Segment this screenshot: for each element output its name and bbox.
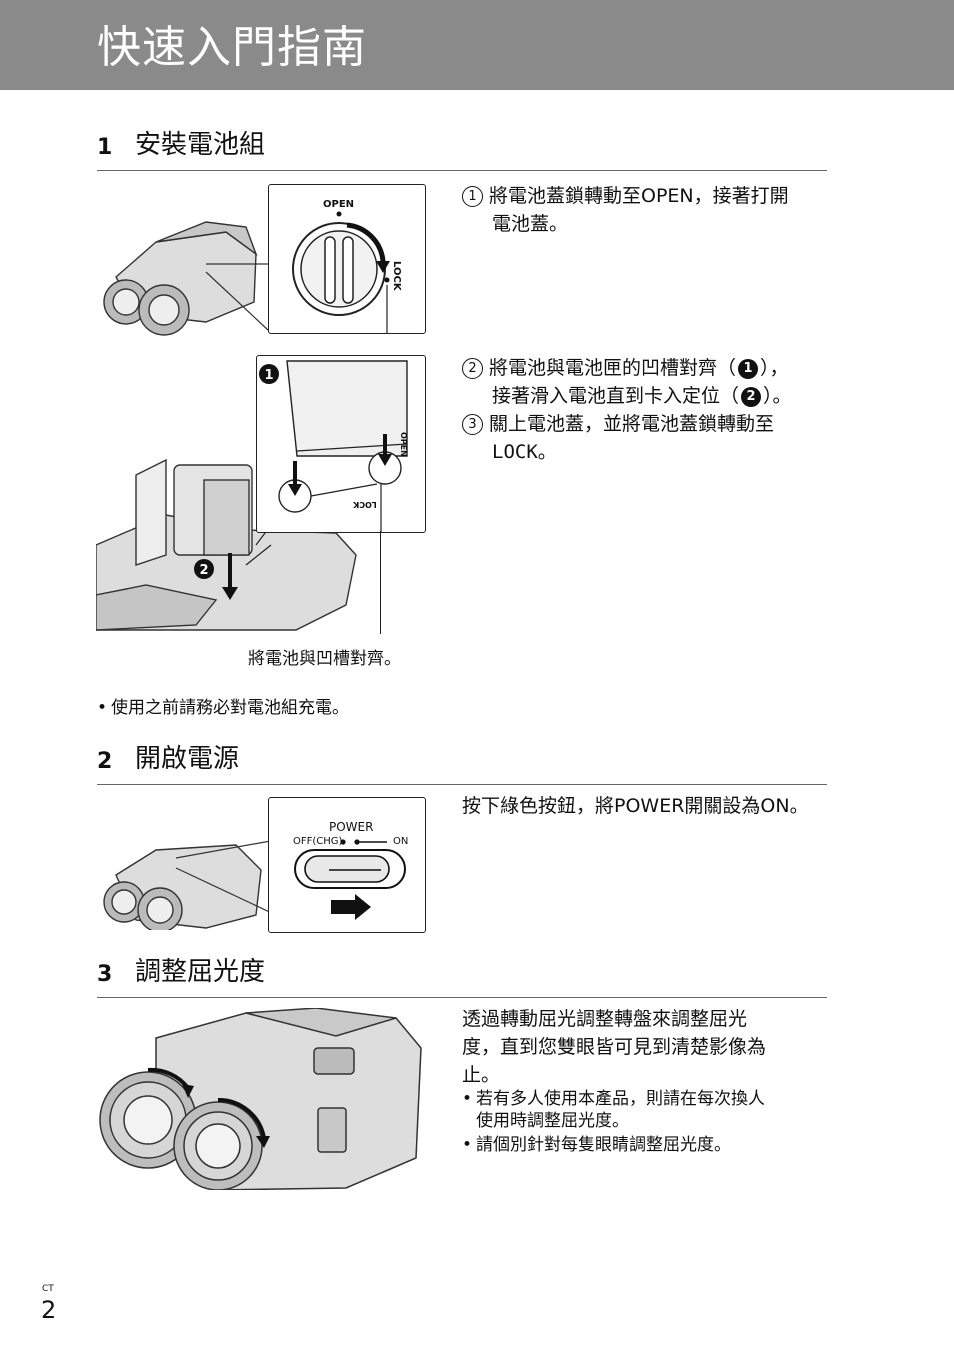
- note-text: 使用之前請務必對電池組充電。: [111, 698, 349, 718]
- instruction-line: 透過轉動屈光調整轉盤來調整屈光: [462, 1008, 748, 1030]
- step-number: 2: [462, 358, 483, 379]
- section-2-heading: 2 開啟電源: [97, 742, 827, 785]
- diopter-note-1: •若有多人使用本產品，則請在每次換人 使用時調整屈光度。: [462, 1089, 765, 1131]
- diopter-note-2: •請個別針對每隻眼睛調整屈光度。: [462, 1135, 731, 1155]
- step-number: 3: [462, 414, 483, 435]
- section-number: 2: [97, 749, 113, 774]
- off-label: OFF(CHG): [293, 836, 343, 847]
- page-number: 2: [41, 1296, 57, 1324]
- section-title: 調整屈光度: [135, 957, 266, 987]
- page-title: 快速入門指南: [97, 22, 367, 73]
- note-text: 若有多人使用本產品，則請在每次換人: [476, 1089, 765, 1109]
- diopter-illustration: [96, 1008, 422, 1190]
- battery-lid-illustration: [103, 221, 269, 336]
- battery-slot-inset: 1 OPEN LOCK: [256, 355, 426, 533]
- step-number: 1: [462, 186, 483, 207]
- step-1-text: 1 將電池蓋鎖轉動至OPEN，接著打開 電池蓋。: [462, 182, 789, 238]
- instruction-line: 止。: [462, 1064, 501, 1086]
- step-line: 將電池蓋鎖轉動至OPEN，接著打開: [489, 185, 789, 207]
- step-line: ）。: [763, 385, 792, 407]
- power-switch-inset: POWER OFF(CHG) ON: [268, 797, 426, 933]
- step-line: 接著滑入電池直到卡入定位（: [492, 385, 740, 407]
- section-title: 安裝電池組: [135, 130, 266, 160]
- section-3-heading: 3 調整屈光度: [97, 955, 827, 998]
- power-label: POWER: [329, 820, 374, 834]
- step-line: ），: [760, 357, 789, 379]
- on-label: ON: [393, 836, 409, 847]
- marker-2: 2: [199, 563, 208, 578]
- section-number: 3: [97, 962, 113, 987]
- section-number: 1: [97, 135, 113, 160]
- title-banner: 快速入門指南: [0, 0, 954, 90]
- step-line: 關上電池蓋，並將電池蓋鎖轉動至: [489, 413, 775, 435]
- marker-1: 1: [264, 368, 273, 383]
- lock-label-small: LOCK: [353, 500, 377, 509]
- open-label: OPEN: [323, 199, 355, 210]
- note-text: 請個別針對每隻眼睛調整屈光度。: [476, 1135, 731, 1155]
- step-line: 將電池與電池匣的凹槽對齊（: [489, 357, 737, 379]
- power-binoculars-illustration: [103, 839, 276, 930]
- note-text: 使用時調整屈光度。: [476, 1111, 629, 1131]
- lock-label: LOCK: [391, 261, 402, 291]
- step-3-text: 3 關上電池蓋，並將電池蓋鎖轉動至 LOCK。: [462, 410, 774, 466]
- step-line: LOCK。: [492, 441, 557, 463]
- section-title: 開啟電源: [135, 744, 240, 774]
- language-code: CT: [42, 1284, 54, 1294]
- figure-caption: 將電池與凹槽對齊。: [248, 649, 401, 669]
- open-label-small: OPEN: [399, 432, 408, 457]
- ref-marker: 1: [738, 359, 759, 379]
- instruction-line: 度，直到您雙眼皆可見到清楚影像為: [462, 1036, 767, 1058]
- charge-note: •使用之前請務必對電池組充電。: [97, 698, 349, 718]
- power-instruction: 按下綠色按鈕，將POWER開關設為ON。: [462, 795, 809, 817]
- battery-insert-illustration: 2: [96, 458, 357, 631]
- step-line: 電池蓋。: [492, 213, 569, 235]
- battery-lid-inset: OPEN LOCK: [268, 184, 426, 334]
- section-1-heading: 1 安裝電池組: [97, 128, 827, 171]
- ref-marker: 2: [741, 387, 762, 407]
- diopter-instruction: 透過轉動屈光調整轉盤來調整屈光 度，直到您雙眼皆可見到清楚影像為 止。: [462, 1005, 766, 1089]
- callout-line: [380, 531, 381, 634]
